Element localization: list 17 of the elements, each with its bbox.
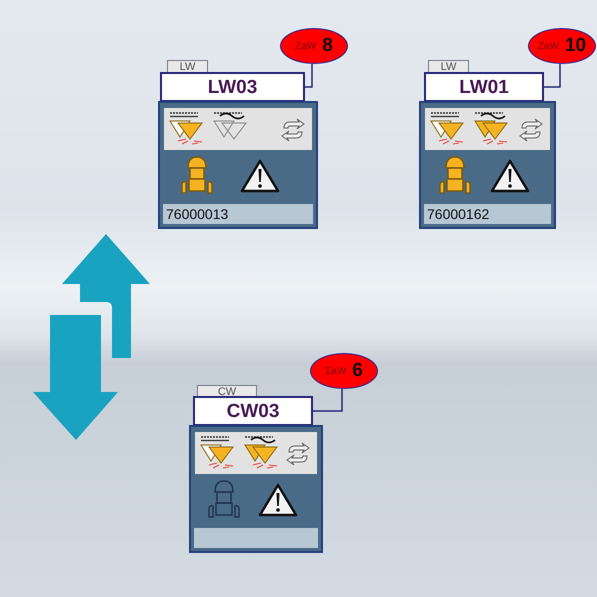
serial-number: 76000162: [424, 204, 551, 224]
station-panel: [158, 101, 318, 229]
counter-value: 8: [322, 35, 333, 57]
station-header: CW03: [193, 396, 313, 426]
station-header: LW03: [160, 72, 305, 102]
counter-value: 10: [564, 35, 586, 57]
counter-label: ΣaW: [325, 366, 346, 376]
station-panel: [189, 425, 323, 553]
counter-label: ZaW: [295, 40, 316, 52]
station-header: LW01: [424, 72, 544, 102]
connector-line: [305, 64, 313, 88]
serial-number: 76000013: [163, 204, 313, 224]
connector-line: [544, 64, 561, 88]
connector-line: [313, 389, 343, 412]
station-panel: [419, 101, 556, 229]
counter-label: ZaW: [538, 40, 559, 52]
counter-value: 6: [352, 360, 363, 382]
